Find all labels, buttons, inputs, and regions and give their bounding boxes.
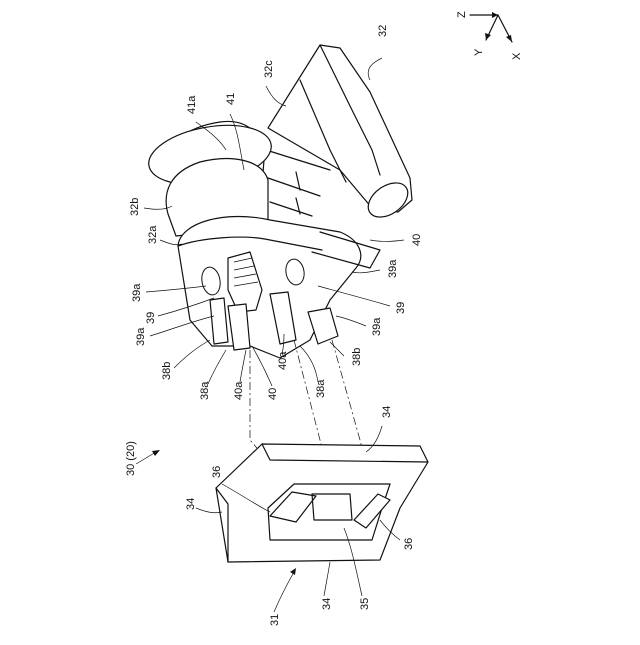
label-39a-left-bottom: 39a xyxy=(135,327,147,346)
leader-30 xyxy=(136,452,156,464)
label-36-right: 36 xyxy=(403,538,415,550)
leader-39a-upper-right xyxy=(352,270,380,273)
x-arrow-icon xyxy=(506,35,512,42)
y-arrow-icon xyxy=(485,33,491,40)
label-40-center: 40 xyxy=(267,388,279,400)
label-34-top: 34 xyxy=(381,406,393,418)
label-30-20: 30 (20) xyxy=(125,441,137,476)
label-39a-lower-right: 39a xyxy=(371,317,383,336)
label-32: 32 xyxy=(377,25,389,37)
leader-31 xyxy=(274,572,294,612)
leader-38b-right xyxy=(330,342,344,356)
label-40-right: 40 xyxy=(411,234,423,246)
label-32a: 32a xyxy=(147,225,159,244)
label-34-bottom: 34 xyxy=(321,598,333,610)
axis-z-label: Z xyxy=(456,11,468,18)
leader-38a-left xyxy=(208,350,226,384)
label-38a-left: 38a xyxy=(199,381,211,400)
leader-38b-left xyxy=(174,340,210,368)
leader-39a-lower-right xyxy=(336,316,366,326)
label-31: 31 xyxy=(269,614,281,626)
label-38b-right: 38b xyxy=(351,348,363,366)
label-35: 35 xyxy=(359,598,371,610)
leader-40-right xyxy=(370,240,404,242)
leader-32 xyxy=(368,58,382,80)
label-40a-left: 40a xyxy=(233,381,245,400)
arrow-30-icon xyxy=(152,450,160,456)
label-32b: 32b xyxy=(129,198,141,216)
axis-y-label: Y xyxy=(473,48,485,56)
label-38a-right: 38a xyxy=(315,379,327,398)
label-39a-upper-right: 39a xyxy=(387,259,399,278)
label-40a-center: 40a xyxy=(277,351,289,370)
terminal-right xyxy=(308,308,338,344)
housing-32 xyxy=(266,45,414,224)
leader-34-left xyxy=(196,508,222,513)
label-41: 41 xyxy=(225,93,237,105)
label-36-left: 36 xyxy=(211,466,223,478)
label-39a-left-top: 39a xyxy=(131,283,143,302)
axis-triad: Z Y X xyxy=(456,11,523,60)
label-38b-left: 38b xyxy=(161,362,173,380)
leader-34-bottom xyxy=(324,562,330,596)
axis-x-label: X xyxy=(511,52,523,60)
label-41a: 41a xyxy=(186,95,198,114)
label-39-right: 39 xyxy=(395,302,407,314)
leader-40a-left xyxy=(240,350,246,382)
label-39-left: 39 xyxy=(145,312,157,324)
leader-38a-right xyxy=(300,346,318,382)
label-34-left: 34 xyxy=(185,498,197,510)
label-32c: 32c xyxy=(263,60,275,78)
frame-31 xyxy=(216,444,428,562)
rib-slot xyxy=(296,172,300,214)
